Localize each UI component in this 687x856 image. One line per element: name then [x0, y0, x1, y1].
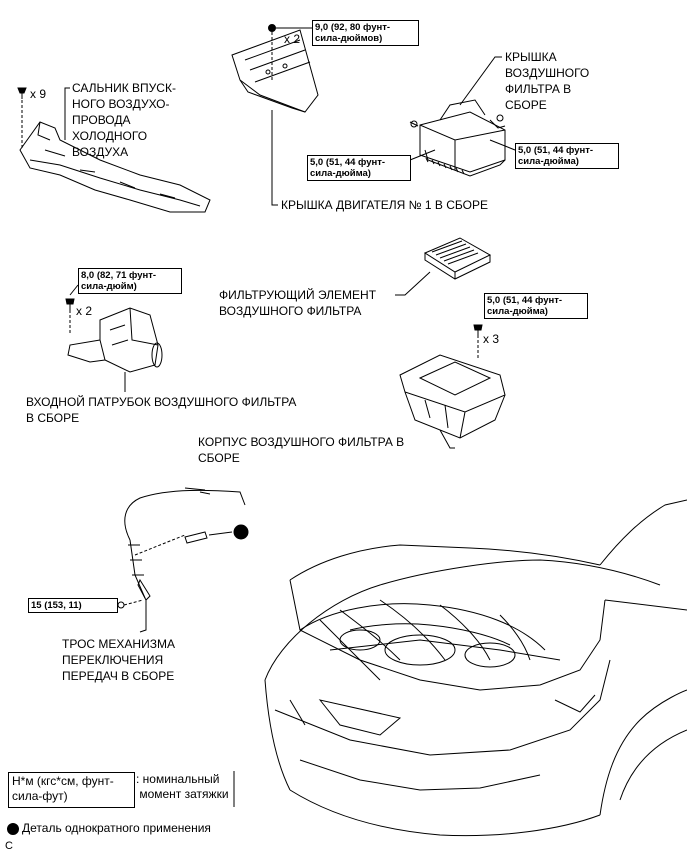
leader-line: [139, 600, 147, 633]
vehicle-illustration: [264, 499, 687, 837]
cover-nut-quantity: x 2: [284, 32, 301, 46]
shift-cable-part: [123, 487, 246, 606]
air-cleaner-cap-part: [409, 99, 506, 177]
figure-corner-mark: C: [5, 840, 13, 852]
legend-torque-unit: Н*м (кгс*см, фунт- сила-фут): [8, 772, 135, 808]
leader-line: [489, 139, 516, 151]
air-cleaner-inlet-part: [67, 307, 163, 373]
air-cleaner-cap-label: КРЫШКА ВОЗДУШНОГО ФИЛЬТРА В СБОРЕ: [505, 50, 590, 112]
inlet-assembly-label: ВХОДНОЙ ПАТРУБОК ВОЗДУШНОГО ФИЛЬТРА В СБ…: [26, 395, 297, 425]
seal-clip-quantity: x 9: [30, 87, 47, 101]
air-cleaner-case-part: [399, 335, 506, 439]
leader-line: [439, 429, 455, 449]
leader-line: [64, 87, 70, 140]
leader-line: [395, 271, 431, 296]
torque-engine-cover: 9,0 (92, 80 фунт- сила-дюймов): [312, 20, 419, 46]
clip-icon: [17, 87, 27, 99]
single-use-part-icon: [7, 823, 19, 835]
nut-icon: [268, 24, 276, 32]
cold-air-duct-seal-label: САЛЬНИК ВПУСК- НОГО ВОЗДУХО- ПРОВОДА ХОЛ…: [72, 81, 176, 159]
filter-element-label: ФИЛЬТРУЮЩИЙ ЭЛЕМЕНТ ВОЗДУШНОГО ФИЛЬТРА: [219, 288, 377, 318]
air-filter-element-part: [423, 237, 492, 280]
torque-case: 5,0 (51, 44 фунт- сила-дюйма): [484, 293, 588, 319]
torque-shift-cable: 15 (153, 11): [28, 598, 118, 613]
legend-single-use: Деталь однократного применения: [22, 821, 211, 835]
nut-icon: [117, 601, 125, 609]
leader-line: [409, 149, 436, 161]
torque-cap-right: 5,0 (51, 44 фунт- сила-дюйма): [515, 143, 619, 169]
bolt-icon: [65, 298, 75, 310]
single-use-part-icon: [233, 524, 249, 540]
bolt-icon: [473, 324, 483, 336]
cold-air-duct-seal-part: [19, 100, 211, 213]
air-cleaner-case-label: КОРПУС ВОЗДУШНОГО ФИЛЬТРА В СБОРЕ: [198, 435, 405, 465]
case-bolt-quantity: x 3: [483, 332, 500, 346]
leader-line: [69, 284, 79, 296]
engine-cover-label: КРЫШКА ДВИГАТЕЛЯ № 1 В СБОРЕ: [281, 198, 488, 212]
legend-torque-desc: : номинальный момент затяжки: [136, 772, 229, 801]
torque-cap-left: 5,0 (51, 44 фунт- сила-дюйма): [307, 155, 411, 181]
engine-cover-part: [231, 29, 319, 113]
leader-line: [459, 56, 502, 106]
torque-inlet: 8,0 (82, 71 фунт- сила-дюйм): [78, 268, 182, 294]
shift-cable-label: ТРОС МЕХАНИЗМА ПЕРЕКЛЮЧЕНИЯ ПЕРЕДАЧ В СБ…: [62, 637, 175, 683]
leader-line: [271, 110, 278, 206]
inlet-bolt-quantity: x 2: [76, 304, 93, 318]
